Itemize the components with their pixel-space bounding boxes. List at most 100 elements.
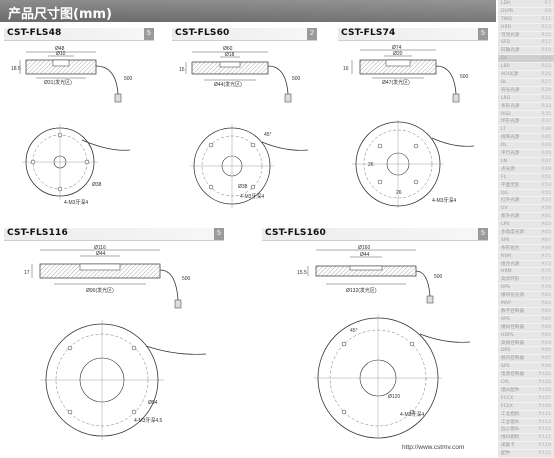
sidebar-item-label: 数字控制器 bbox=[501, 308, 524, 314]
front-view-fls160: 45° Ø120 4-M3牙深4 bbox=[314, 314, 471, 439]
dim-top-dia: Ø160 bbox=[358, 245, 370, 251]
dim-inner-dia: Ø10 bbox=[56, 51, 66, 57]
model-name: CST-FLS48 bbox=[7, 28, 62, 38]
sidebar-item-label: 点光源 bbox=[501, 166, 515, 172]
page-badge: 5 bbox=[478, 228, 488, 240]
sidebar-item-page: P.55 bbox=[541, 190, 551, 196]
dim-cable: 500 bbox=[434, 274, 443, 280]
dim-inner-dia: Ø20 bbox=[393, 51, 403, 57]
dim-holes: 4-M3牙深4 bbox=[64, 199, 88, 206]
dim-bottom-dia: Ø132(发光区) bbox=[346, 287, 377, 294]
dim-bottom-dia: Ø44(发光区) bbox=[214, 81, 242, 88]
sidebar-item-label: FCEX bbox=[501, 403, 513, 409]
model-header-fls48: CST-FLS48 5 bbox=[4, 28, 154, 41]
dim-holes: 4-M3牙深4 bbox=[432, 197, 456, 204]
sidebar-item-page: P.49 bbox=[541, 166, 551, 172]
dim-angle: 45° bbox=[264, 132, 272, 138]
dim-holes: 4-M3牙深4 bbox=[400, 411, 424, 418]
sidebar-item-page: P.73 bbox=[541, 261, 551, 267]
sidebar-item-page: P.15 bbox=[541, 32, 551, 38]
dim-inner-dia: Ø44 bbox=[96, 251, 106, 257]
sidebar-item-label: 紫外光源 bbox=[501, 214, 520, 220]
sidebar-item-label: 模块化光源 bbox=[501, 293, 524, 299]
side-view-fls116: Ø116 Ø44 Ø90(发光区) 17 500 bbox=[24, 245, 191, 309]
sidebar-item-label: LDH bbox=[501, 1, 511, 6]
sidebar-item[interactable]: 点光源 P.49 bbox=[498, 166, 554, 174]
dim-top-dia: Ø116 bbox=[94, 245, 106, 251]
model-header-fls116: CST-FLS116 5 bbox=[4, 228, 224, 241]
sidebar-item-label: 条形光源 bbox=[501, 103, 520, 109]
dim-top-dia: Ø60 bbox=[223, 46, 233, 52]
sidebar-item-label: BL bbox=[501, 79, 507, 85]
dim-bottom-dia: Ø31(发光区) bbox=[44, 79, 72, 86]
footer-url[interactable]: http://www.cstmv.com bbox=[402, 444, 465, 451]
sidebar-item-label: UV bbox=[501, 206, 508, 212]
sidebar-item-label: 多角度光源 bbox=[501, 230, 524, 235]
sidebar-item-page: P.113 bbox=[538, 419, 551, 425]
sidebar-item-page: P.99 bbox=[541, 364, 551, 370]
sidebar-item-page: P.87 bbox=[541, 316, 551, 322]
sidebar-item-page: P.45 bbox=[541, 151, 551, 157]
side-view-fls74: Ø74 Ø20 Ø47(发光区) 16 500 bbox=[343, 45, 469, 103]
dim-front-dia: Ø38 bbox=[92, 182, 102, 188]
